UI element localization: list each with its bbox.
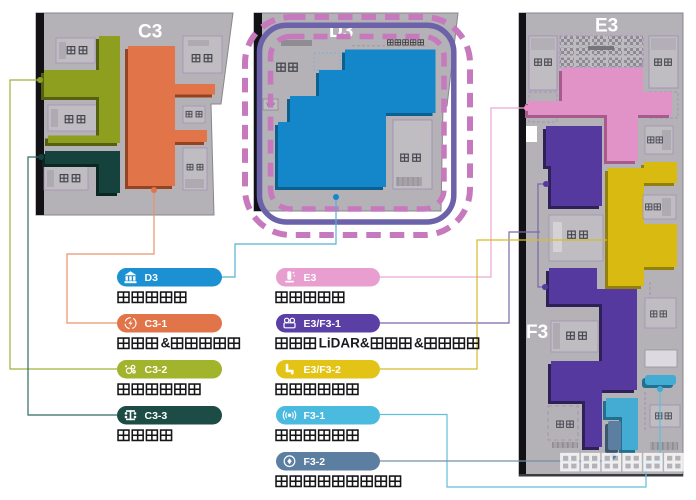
svg-text:E3: E3 — [304, 272, 317, 284]
svg-text:C3-2: C3-2 — [145, 364, 168, 376]
svg-text:D3: D3 — [145, 272, 159, 284]
svg-text:&: & — [414, 335, 424, 350]
svg-text:F3-1: F3-1 — [304, 410, 326, 422]
svg-text:LiDAR&: LiDAR& — [319, 335, 370, 350]
svg-text:C3-3: C3-3 — [145, 410, 168, 422]
svg-text:E3: E3 — [595, 16, 618, 37]
svg-text:F3-2: F3-2 — [304, 456, 326, 468]
svg-text:&: & — [161, 335, 171, 350]
svg-text:F3: F3 — [526, 322, 548, 343]
svg-text:C3: C3 — [138, 22, 162, 43]
svg-text:C3-1: C3-1 — [145, 318, 168, 330]
svg-text:E3/F3-1: E3/F3-1 — [304, 318, 342, 330]
svg-text:E3/F3-2: E3/F3-2 — [304, 364, 342, 376]
